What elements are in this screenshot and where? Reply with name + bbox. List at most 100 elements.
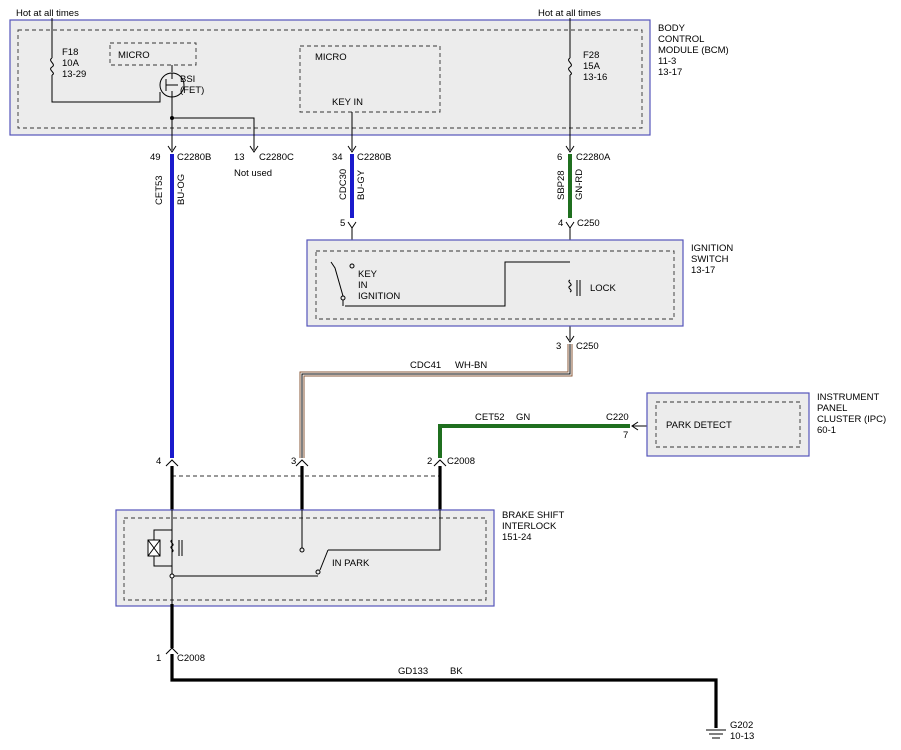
svg-text:CDC30: CDC30	[338, 169, 349, 200]
wire-cdc41-b	[303, 344, 573, 458]
fet-symbol	[165, 73, 178, 97]
not-used-label: Not used	[234, 168, 272, 179]
svg-text:13-17: 13-17	[691, 265, 715, 276]
park-contact-top	[299, 547, 305, 553]
svg-text:GN-RD: GN-RD	[574, 169, 585, 200]
pin-5: 5	[340, 218, 345, 229]
pin-3: 3	[291, 456, 296, 467]
park-detect-label: PARK DETECT	[666, 420, 732, 431]
c2280a-6-arrow-icon	[565, 145, 575, 153]
svg-text:IGNITION: IGNITION	[691, 243, 733, 254]
svg-text:MODULE (BCM): MODULE (BCM)	[658, 45, 729, 56]
c250-label-a: C250	[577, 218, 600, 229]
pin-4: 4	[156, 456, 161, 467]
pin-7: 7	[623, 430, 628, 441]
c250-3-arrow-icon	[565, 335, 575, 343]
ignition-dashed-boundary	[315, 250, 675, 320]
bcm-label: BODY CONTROL MODULE (BCM) 11-3 13-17	[658, 23, 729, 78]
lock-label: LOCK	[590, 283, 617, 294]
key-in-ignition-label: KEY IN IGNITION	[358, 269, 400, 302]
ground-icon	[706, 729, 726, 739]
ignition-switch-box	[306, 239, 684, 327]
c2280c-label: C2280C	[259, 152, 294, 163]
wire-cet52	[438, 424, 630, 458]
svg-text:CET53: CET53	[154, 175, 165, 205]
c2008-label-a: C2008	[447, 456, 475, 467]
hot-at-all-times-left: Hot at all times	[16, 8, 79, 19]
ipc-dashed-boundary	[655, 401, 801, 448]
svg-text:151-24: 151-24	[502, 532, 532, 543]
bcm-dashed-boundary	[17, 29, 643, 129]
micro-center-label: MICRO	[315, 52, 347, 63]
c250-5-arrow-icon	[347, 221, 357, 229]
cet53-wire-label: CET53 BU-OG	[154, 174, 187, 205]
key-switch-blade	[330, 261, 344, 297]
ign-internal-wire	[345, 261, 570, 307]
svg-text:IGNITION: IGNITION	[358, 291, 400, 302]
bk-label: BK	[450, 666, 463, 677]
bsi-node	[169, 573, 175, 579]
wire-cdc41-a	[299, 344, 569, 458]
lock-solenoid-icon	[568, 279, 572, 293]
pin-3-ign: 3	[556, 341, 561, 352]
cet52-label: CET52	[475, 412, 505, 423]
pin-6: 6	[557, 152, 562, 163]
c250-label-b: C250	[576, 341, 599, 352]
svg-text:G202: G202	[730, 720, 753, 731]
svg-text:PANEL: PANEL	[817, 403, 847, 414]
svg-text:BRAKE SHIFT: BRAKE SHIFT	[502, 510, 564, 521]
svg-text:IN: IN	[358, 280, 368, 291]
bsi-dashed-boundary	[123, 517, 487, 601]
pin-34: 34	[332, 152, 343, 163]
gn-label: GN	[516, 412, 530, 423]
cdc41-label: CDC41	[410, 360, 441, 371]
svg-text:10-13: 10-13	[730, 731, 754, 742]
micro-left-label: MICRO	[118, 50, 150, 61]
svg-text:BU-OG: BU-OG	[176, 174, 187, 205]
pin-49: 49	[150, 152, 161, 163]
ipc-label: INSTRUMENT PANEL CLUSTER (IPC) 60-1	[817, 392, 886, 436]
svg-text:F28: F28	[583, 50, 599, 61]
svg-text:15A: 15A	[583, 61, 601, 72]
in-park-label: IN PARK	[332, 558, 370, 569]
interlock-solenoid-icon	[170, 539, 174, 553]
bsi-fet-label: BSI (FET)	[180, 74, 204, 96]
pin-2: 2	[427, 456, 432, 467]
micro-center-box	[299, 45, 441, 113]
svg-text:13-29: 13-29	[62, 69, 86, 80]
pin-4-ign: 4	[558, 218, 563, 229]
c250-4-arrow-icon	[565, 221, 575, 229]
bcm-box	[9, 19, 651, 136]
f18-fuse-icon	[50, 57, 54, 76]
c2008-4-arrow-icon	[165, 459, 179, 467]
svg-text:13-16: 13-16	[583, 72, 607, 83]
c2280b-34-arrow-icon	[347, 145, 357, 153]
svg-text:INTERLOCK: INTERLOCK	[502, 521, 557, 532]
park-contact-bottom	[315, 569, 321, 575]
svg-text:(FET): (FET)	[180, 85, 204, 96]
wh-bn-label: WH-BN	[455, 360, 487, 371]
svg-text:SWITCH: SWITCH	[691, 254, 729, 265]
park-switch-to-gn	[328, 510, 441, 551]
f28-label: F28 15A 13-16	[583, 50, 607, 83]
svg-text:INSTRUMENT: INSTRUMENT	[817, 392, 879, 403]
c2280c-13-arrow-icon	[249, 145, 259, 153]
g202-label: G202 10-13	[730, 720, 754, 742]
diode-cross	[147, 539, 161, 557]
c2280b-label-2: C2280B	[357, 152, 391, 163]
svg-text:F18: F18	[62, 47, 78, 58]
f28-fuse-icon	[568, 57, 572, 76]
svg-text:KEY: KEY	[358, 269, 378, 280]
svg-text:CLUSTER (IPC): CLUSTER (IPC)	[817, 414, 886, 425]
c2008-label-b: C2008	[177, 653, 205, 664]
park-switch-blade	[319, 549, 329, 571]
wire-gd133	[170, 654, 718, 728]
svg-text:10A: 10A	[62, 58, 80, 69]
lock-core-icon	[576, 280, 581, 296]
c2008-1-arrow-icon	[165, 647, 179, 655]
pin-1: 1	[156, 653, 161, 664]
svg-text:CONTROL: CONTROL	[658, 34, 704, 45]
hot-at-all-times-right: Hot at all times	[538, 8, 601, 19]
